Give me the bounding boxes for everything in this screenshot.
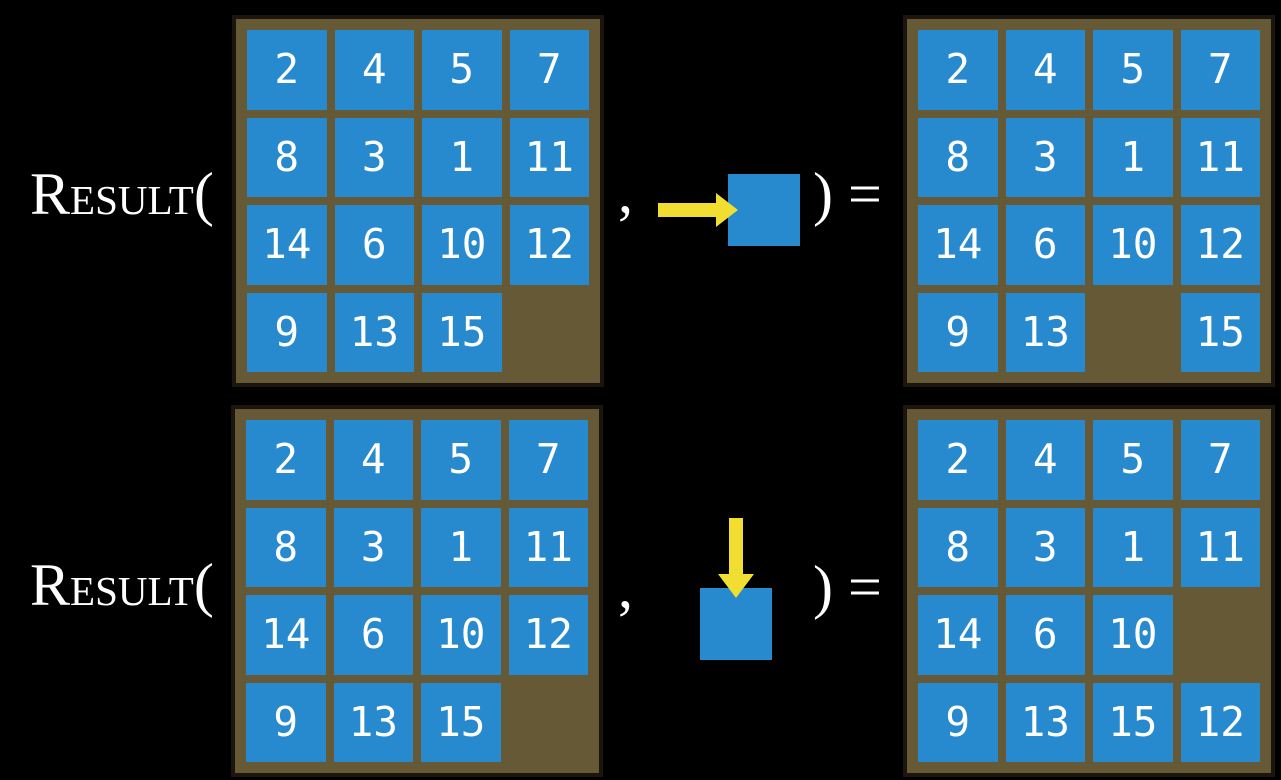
puzzle-tile: 7 (1180, 420, 1260, 500)
empty-cell (1181, 595, 1261, 675)
puzzle-tile: 15 (1180, 292, 1260, 372)
function-name-capital: R (30, 161, 71, 227)
close-paren-equals-1: ) = (813, 161, 882, 227)
puzzle-tile: 14 (247, 205, 327, 285)
puzzle-tile: 15 (422, 292, 502, 372)
function-name-smallcaps: ESULT (70, 568, 194, 614)
puzzle-tile: 5 (421, 420, 501, 500)
puzzle-tile: 1 (421, 507, 501, 587)
close-paren-equals-2: ) = (813, 554, 882, 620)
puzzle-tile: 13 (1005, 682, 1085, 762)
puzzle-tile: 13 (334, 292, 414, 372)
puzzle-tile: 1 (422, 117, 502, 197)
function-name-smallcaps: ESULT (70, 177, 194, 223)
puzzle-tile: 5 (1093, 420, 1173, 500)
puzzle-tile: 3 (1005, 117, 1085, 197)
moved-tile-square-1 (728, 174, 800, 246)
puzzle-tile: 13 (1005, 292, 1085, 372)
puzzle-tile: 5 (1093, 30, 1173, 110)
puzzle-tile: 8 (246, 507, 326, 587)
puzzle-tile: 1 (1093, 117, 1173, 197)
puzzle-tile: 4 (1005, 420, 1085, 500)
puzzle-tile: 2 (918, 30, 998, 110)
puzzle-tile: 15 (421, 682, 501, 762)
empty-cell (510, 293, 590, 373)
puzzle-tile: 9 (246, 682, 326, 762)
puzzle-tile: 8 (918, 507, 998, 587)
puzzle-tile: 6 (333, 595, 413, 675)
puzzle-tile: 14 (918, 205, 998, 285)
puzzle-tile: 9 (918, 682, 998, 762)
moved-tile-square-2 (700, 588, 772, 660)
puzzle-tile: 4 (334, 30, 414, 110)
comma-1: , (618, 159, 633, 225)
move-right-arrow-icon (658, 193, 738, 227)
puzzle-tile: 11 (509, 117, 589, 197)
puzzle-tile: 10 (1093, 595, 1173, 675)
puzzle-tile: 3 (1005, 507, 1085, 587)
puzzle-tile: 11 (1180, 117, 1260, 197)
empty-cell (1093, 293, 1173, 373)
puzzle-tile: 14 (246, 595, 326, 675)
puzzle-tile: 2 (246, 420, 326, 500)
puzzle-tile: 5 (422, 30, 502, 110)
puzzle-tile: 11 (1180, 507, 1260, 587)
puzzle-tile: 12 (509, 205, 589, 285)
puzzle-tile: 3 (333, 507, 413, 587)
puzzle-tile: 6 (334, 205, 414, 285)
puzzle-tile: 10 (421, 595, 501, 675)
open-paren: ( (193, 161, 214, 227)
puzzle-tile: 7 (509, 30, 589, 110)
move-down-arrow-icon (718, 518, 754, 598)
puzzle-tile: 4 (333, 420, 413, 500)
puzzle-tile: 11 (508, 507, 588, 587)
empty-cell (509, 683, 589, 763)
puzzle-tile: 12 (1180, 205, 1260, 285)
puzzle-tile: 3 (334, 117, 414, 197)
puzzle-tile: 10 (422, 205, 502, 285)
puzzle-tile: 7 (508, 420, 588, 500)
function-name-capital: R (30, 552, 71, 618)
puzzle-tile: 15 (1093, 682, 1173, 762)
puzzle-tile: 12 (1180, 682, 1260, 762)
puzzle-tile: 10 (1093, 205, 1173, 285)
comma-2: , (618, 554, 633, 620)
puzzle-tile: 8 (247, 117, 327, 197)
puzzle-tile: 12 (508, 595, 588, 675)
puzzle-tile: 2 (247, 30, 327, 110)
puzzle-tile: 13 (333, 682, 413, 762)
puzzle-tile: 14 (918, 595, 998, 675)
puzzle-tile: 4 (1005, 30, 1085, 110)
puzzle-tile: 9 (918, 292, 998, 372)
result-function-label-1: RESULT( (30, 164, 214, 224)
result-function-label-2: RESULT( (30, 555, 214, 615)
puzzle-tile: 1 (1093, 507, 1173, 587)
puzzle-tile: 8 (918, 117, 998, 197)
open-paren: ( (193, 552, 214, 618)
puzzle-tile: 6 (1005, 205, 1085, 285)
puzzle-tile: 7 (1180, 30, 1260, 110)
puzzle-tile: 6 (1005, 595, 1085, 675)
puzzle-tile: 9 (247, 292, 327, 372)
puzzle-tile: 2 (918, 420, 998, 500)
